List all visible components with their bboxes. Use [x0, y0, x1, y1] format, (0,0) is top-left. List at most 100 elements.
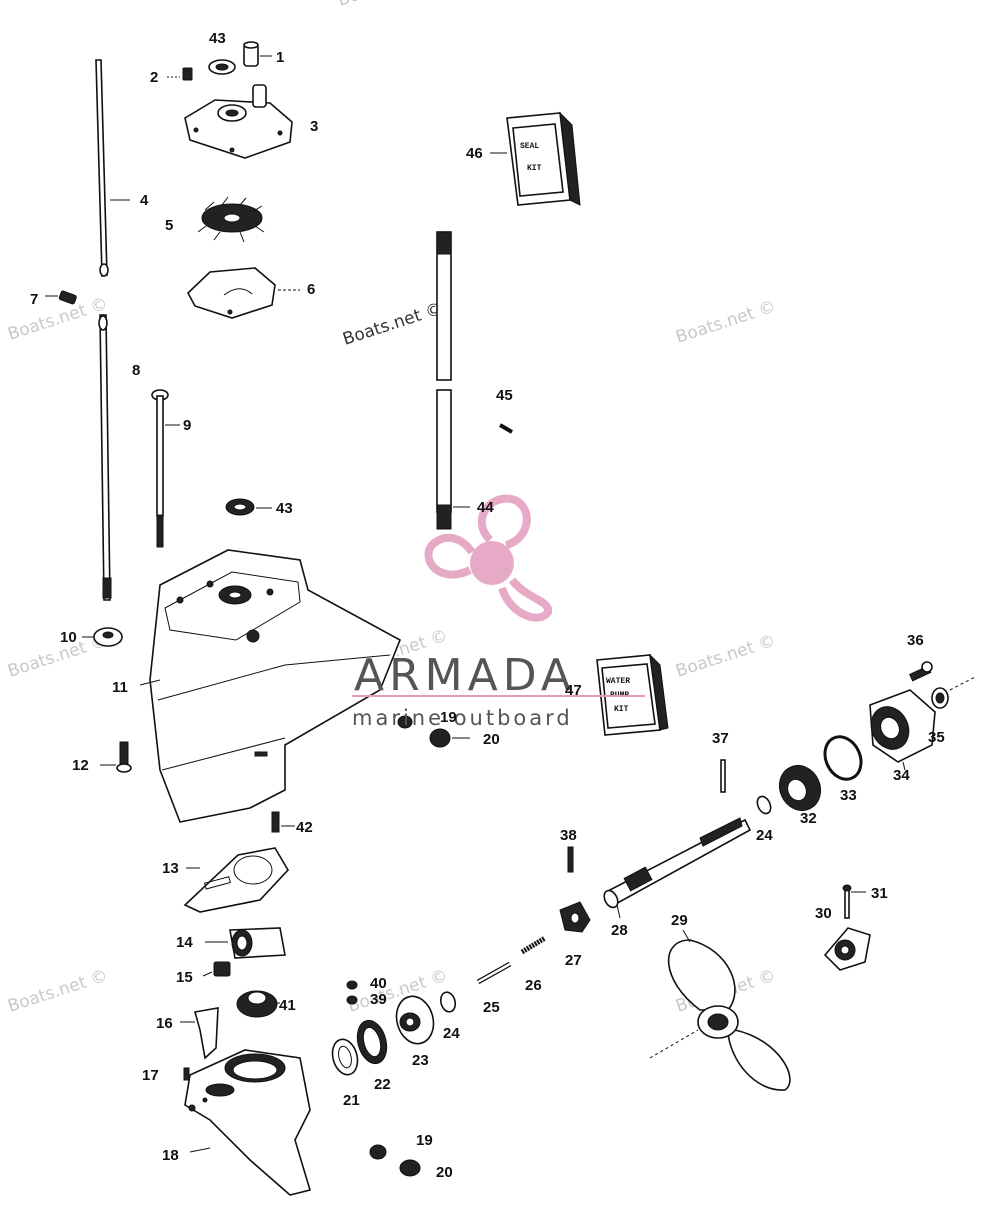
part-33-o-ring: [823, 735, 863, 781]
part-4-shift-rod-upper: [95, 59, 130, 277]
part-12-screw: [100, 741, 132, 773]
callout-43b: 43: [276, 500, 293, 517]
part-16-shift-cam: [180, 1007, 219, 1060]
callout-31: 31: [871, 885, 888, 902]
callout-29: 29: [671, 912, 688, 929]
callout-25: 25: [483, 999, 500, 1016]
seal-kit-label-2: KIT: [527, 164, 542, 173]
callout-20: 20: [483, 731, 500, 748]
callout-22: 22: [374, 1076, 391, 1093]
part-18-gearcase: [184, 1049, 312, 1196]
callout-7: 7: [30, 291, 38, 308]
part-3-pump-housing: [184, 84, 293, 159]
part-1-tube: [243, 41, 272, 67]
part-45-pin: [498, 423, 514, 434]
part-10-washer: [82, 627, 123, 647]
part-25-push-rod: [476, 961, 512, 985]
part-38-pin: [567, 846, 574, 873]
callout-15: 15: [176, 969, 193, 986]
callout-2: 2: [150, 69, 158, 86]
part-27-clutch-dog: [559, 901, 591, 933]
callout-44: 44: [477, 499, 494, 516]
part-15-clip: [202, 961, 231, 977]
callout-16: 16: [156, 1015, 173, 1032]
callout-20b: 20: [436, 1164, 453, 1181]
callout-11: 11: [112, 679, 128, 696]
part-31-cotter-pin: [842, 884, 866, 919]
part-21-thrust-washer: [331, 1038, 359, 1076]
part-36-screw: [909, 661, 933, 682]
part-43-seal-mid: [225, 498, 272, 516]
watermark: Boats.net ©: [673, 631, 778, 682]
part-29-propeller: [649, 929, 791, 1091]
part-shift-rod-lower: [98, 314, 112, 601]
callout-27: 27: [565, 952, 582, 969]
seal-kit-label-1: SEAL: [520, 142, 539, 151]
callout-8: 8: [132, 362, 140, 379]
part-42-stud: [271, 811, 295, 833]
callout-33: 33: [840, 787, 857, 804]
callout-19b: 19: [416, 1132, 433, 1149]
brand-tagline: marine outboard: [352, 706, 573, 730]
watermark: Boats.net ©: [673, 297, 778, 348]
part-24-ring-lower: [439, 991, 457, 1013]
part-5-impeller: [197, 196, 265, 243]
callout-13: 13: [162, 860, 179, 877]
part-40-washer: [346, 980, 358, 990]
watermark: Boats.net ©: [340, 299, 445, 350]
callout-17: 17: [142, 1067, 159, 1084]
part-13-gasket: [183, 847, 289, 913]
callout-26: 26: [525, 977, 542, 994]
part-24-ring-upper: [756, 795, 772, 815]
callout-45: 45: [496, 387, 513, 404]
part-7-fitting: [45, 290, 77, 305]
callout-34: 34: [893, 767, 910, 784]
part-35-washer: [931, 676, 976, 709]
callout-32: 32: [800, 810, 817, 827]
callout-3: 3: [310, 118, 318, 135]
callout-46: 46: [466, 145, 483, 162]
callout-10: 10: [60, 629, 77, 646]
callout-28: 28: [611, 922, 628, 939]
callout-35: 35: [928, 729, 945, 746]
part-19-seal-lower: [369, 1144, 387, 1160]
callout-42: 42: [296, 819, 313, 836]
part-2-screw: [167, 67, 193, 81]
part-44-driveshaft: [436, 231, 470, 530]
callout-38: 38: [560, 827, 577, 844]
part-39-washer: [346, 995, 358, 1005]
part-43-seal-top: [208, 59, 236, 75]
pump-kit-label-3: KIT: [614, 705, 629, 714]
part-26-spring: [520, 935, 547, 955]
callout-19: 19: [440, 709, 457, 726]
callout-30: 30: [815, 905, 832, 922]
callout-24: 24: [443, 1025, 460, 1042]
callout-40: 40: [370, 975, 387, 992]
part-46-seal-kit: SEAL KIT: [490, 111, 581, 206]
part-14-bearing: [205, 927, 286, 959]
part-19-seal-upper: [397, 715, 413, 729]
part-20-plug-lower: [399, 1159, 421, 1177]
callout-labels: 43 1 2 3 4 5 6 7 8 9 43 10 11 12 42 13 1…: [30, 30, 945, 1181]
callout-9: 9: [183, 417, 191, 434]
part-41-pinion: [236, 990, 280, 1018]
callout-36: 36: [907, 632, 924, 649]
callout-18: 18: [162, 1147, 179, 1164]
callout-14: 14: [176, 934, 193, 951]
watermark: Boats.net ©: [5, 294, 110, 345]
callout-43: 43: [209, 30, 226, 47]
callout-21: 21: [343, 1092, 360, 1109]
part-34-bearing-carrier: [869, 689, 936, 771]
callout-5: 5: [165, 217, 173, 234]
armada-logo: [424, 494, 552, 622]
watermark: Boats.net ©: [335, 0, 440, 11]
callout-1: 1: [276, 49, 284, 66]
part-37-pin: [720, 759, 726, 793]
part-20-plug-upper: [429, 728, 470, 748]
callout-24b: 24: [756, 827, 773, 844]
part-23-reverse-gear: [395, 995, 435, 1045]
part-17-pin: [183, 1067, 190, 1081]
brand-name: ARMADA: [354, 650, 576, 701]
part-30-prop-nut: [823, 927, 871, 971]
